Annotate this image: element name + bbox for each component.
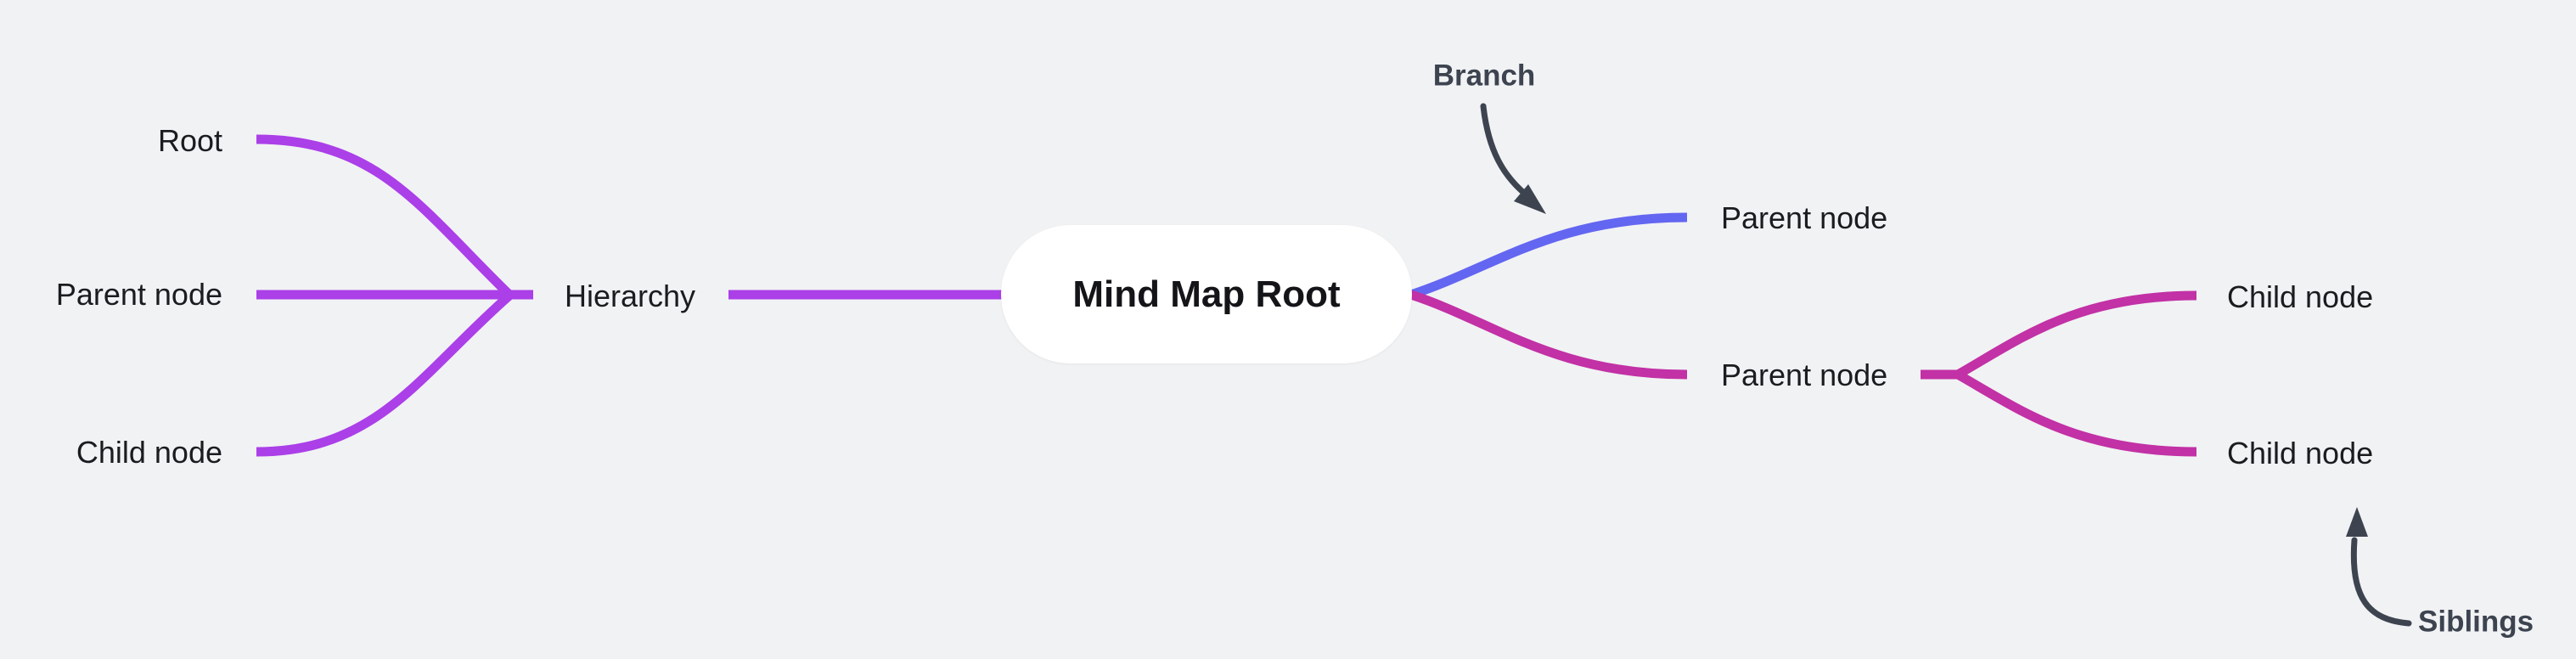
node-label-child-bottom-right[interactable]: Child node	[2227, 436, 2374, 470]
node-label-hierarchy[interactable]: Hierarchy	[564, 279, 696, 313]
node-label-parent-bottom-right[interactable]: Parent node	[1721, 358, 1888, 392]
branch-arrowhead-icon	[1514, 184, 1546, 214]
branch-arrow-curve	[1480, 103, 1529, 198]
edge-parent-child-bottom	[1955, 370, 2197, 457]
node-label-parent-top-right[interactable]: Parent node	[1721, 200, 1888, 235]
root-node[interactable]: Mind Map Root	[1001, 225, 1412, 363]
edge-parent-child-top	[1955, 290, 2197, 379]
siblings-arrowhead-icon	[2346, 507, 2368, 537]
node-label-parent-left[interactable]: Parent node	[55, 277, 222, 312]
node-label-root-left[interactable]: Root	[157, 123, 222, 158]
node-label-child-top-right[interactable]: Child node	[2227, 279, 2374, 314]
edge-root-parent-bottom	[1409, 290, 1688, 380]
edge-hierarchy-child	[256, 291, 513, 457]
edge-root-parent-top	[1409, 212, 1688, 300]
annotation-branch: Branch	[1432, 59, 1536, 93]
node-label-child-left[interactable]: Child node	[76, 435, 222, 470]
edge-hierarchy-root	[256, 134, 513, 298]
annotation-siblings: Siblings	[2418, 605, 2534, 639]
root-node-label: Mind Map Root	[1072, 273, 1341, 315]
siblings-arrow-curve	[2350, 537, 2412, 627]
